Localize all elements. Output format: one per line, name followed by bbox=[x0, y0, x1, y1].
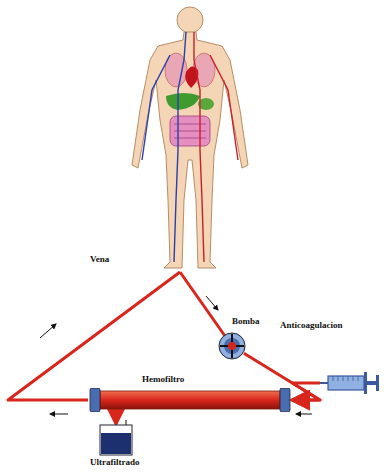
filter-symbol bbox=[88, 388, 292, 412]
blood-line bbox=[115, 412, 118, 424]
component-label: Hemofiltro bbox=[142, 374, 184, 385]
syringe-symbol bbox=[320, 372, 380, 394]
component-node: Hemofiltro bbox=[88, 374, 292, 414]
pump-symbol bbox=[218, 332, 246, 360]
component-node: Anticoagulacion bbox=[278, 320, 382, 396]
component-label: Bomba bbox=[232, 316, 260, 327]
blood-line bbox=[292, 383, 320, 400]
blood-line bbox=[8, 272, 232, 400]
human-body bbox=[132, 7, 248, 268]
component-label: Ultrafiltrado bbox=[90, 457, 140, 468]
component-label: Anticoagulacion bbox=[280, 320, 343, 331]
component-node: Ultrafiltrado bbox=[78, 422, 154, 470]
bucket-symbol bbox=[99, 424, 133, 456]
flow-arrow bbox=[40, 296, 312, 434]
component-node: Bomba bbox=[218, 332, 246, 360]
vessel-label: Vena bbox=[90, 254, 109, 265]
